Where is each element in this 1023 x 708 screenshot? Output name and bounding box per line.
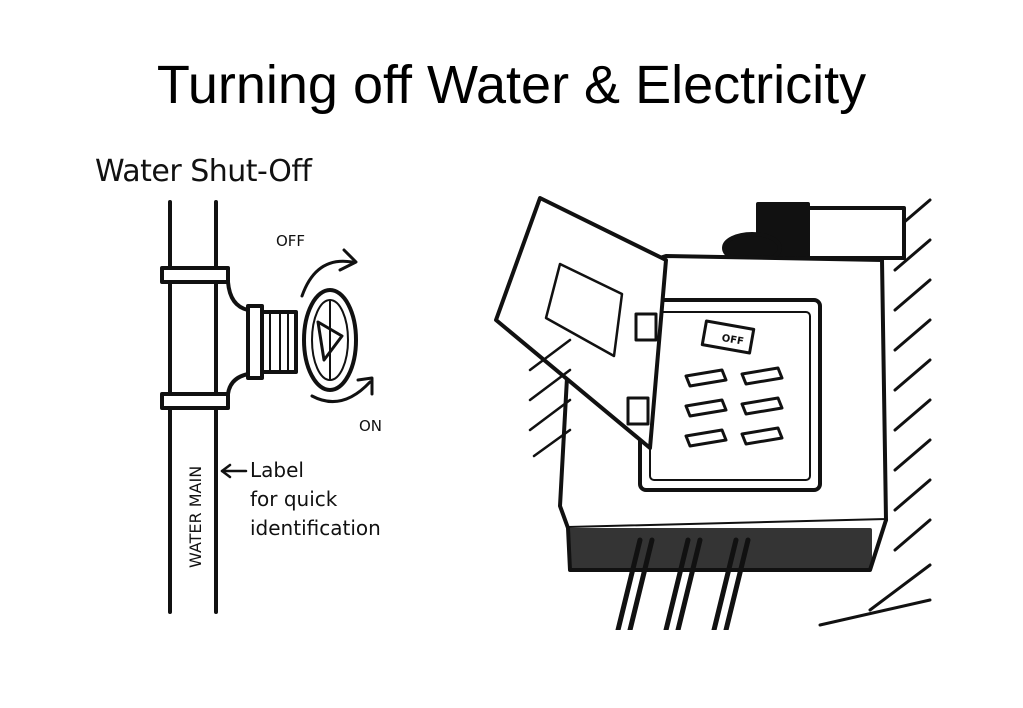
water-shutoff-heading: Water Shut-Off [95, 154, 312, 189]
breaker-box-illustration: OFF [490, 190, 935, 633]
off-direction-label: OFF [276, 232, 306, 250]
breaker-off-label: OFF [721, 333, 745, 348]
note-line-2: for quick [250, 487, 338, 511]
breaker-switches [684, 319, 784, 448]
water-main-pipe-label: WATER MAIN [186, 465, 205, 568]
water-shutoff-illustration: Water Shut-Off OFF ON WATER MAIN Label f… [80, 150, 410, 620]
on-direction-label: ON [359, 417, 383, 435]
wall-hatching [818, 198, 932, 627]
identification-note: Label for quick identification [250, 456, 381, 543]
breaker-box-drawing: OFF [494, 196, 932, 633]
note-line-3: identification [250, 516, 381, 540]
note-line-1: Label [250, 458, 304, 482]
slide-title: Turning off Water & Electricity [156, 55, 867, 115]
water-valve-drawing [160, 200, 374, 614]
